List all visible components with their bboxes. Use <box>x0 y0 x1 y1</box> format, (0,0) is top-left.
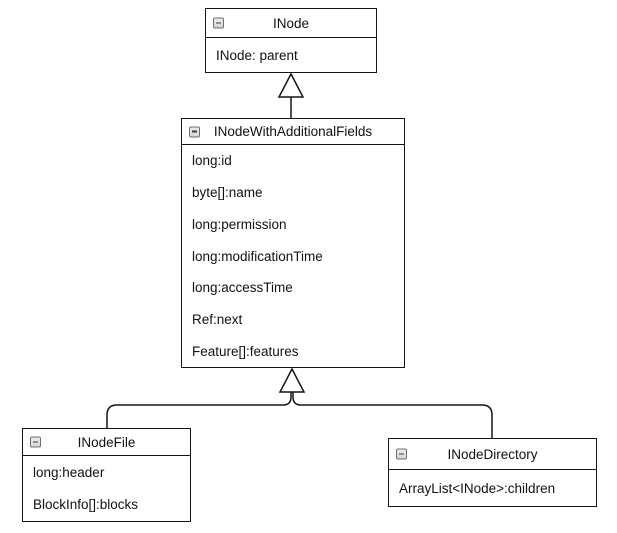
minus-glyph <box>33 441 38 443</box>
class-title-bar: INodeWithAdditionalFields <box>182 119 404 145</box>
class-box-inode[interactable]: INode INode: parent <box>205 8 377 73</box>
class-fields: long:id byte[]:name long:permission long… <box>182 145 404 367</box>
collapse-icon[interactable] <box>30 436 41 448</box>
class-title: INodeFile <box>77 434 136 450</box>
generalization-triangle-icon <box>277 72 305 98</box>
field: INode: parent <box>216 47 298 63</box>
field: byte[]:name <box>192 185 263 201</box>
collapse-icon[interactable] <box>189 126 200 137</box>
minus-glyph <box>216 22 221 24</box>
field: long:accessTime <box>192 280 293 296</box>
field: ArrayList<INode>:children <box>399 480 556 496</box>
class-box-inodefile[interactable]: INodeFile long:header BlockInfo[]:blocks <box>22 428 191 522</box>
class-title-bar: INode <box>206 9 376 38</box>
generalization-triangle-icon <box>278 367 306 393</box>
class-title: INode <box>272 15 310 31</box>
class-title: INodeWithAdditionalFields <box>213 124 373 139</box>
class-fields: INode: parent <box>206 38 376 72</box>
generalization-inodedirectory-to-inodewithadditionalfields <box>278 367 493 438</box>
minus-glyph <box>192 130 197 133</box>
class-title-bar: INodeDirectory <box>389 439 596 470</box>
minus-glyph <box>399 453 404 455</box>
field: Feature[]:features <box>192 343 299 359</box>
class-box-inodewithadditionalfields[interactable]: INodeWithAdditionalFields long:id byte[]… <box>181 118 405 368</box>
class-title-bar: INodeFile <box>23 429 190 456</box>
field: Ref:next <box>192 311 243 327</box>
connector-line <box>292 392 493 438</box>
field: BlockInfo[]:blocks <box>33 497 139 513</box>
field: long:header <box>33 464 105 480</box>
class-title: INodeDirectory <box>447 446 538 462</box>
field: long:id <box>192 153 232 169</box>
generalization-inodefile-to-inodewithadditionalfields <box>106 392 292 428</box>
collapse-icon[interactable] <box>213 17 224 29</box>
field: long:modificationTime <box>192 248 323 264</box>
collapse-icon[interactable] <box>396 448 407 460</box>
field: long:permission <box>192 216 287 232</box>
class-box-inodedirectory[interactable]: INodeDirectory ArrayList<INode>:children <box>388 438 597 507</box>
class-fields: ArrayList<INode>:children <box>389 470 596 506</box>
generalization-inodewithadditionalfields-to-inode <box>277 72 305 118</box>
class-fields: long:header BlockInfo[]:blocks <box>23 456 190 521</box>
connector-line <box>106 392 292 428</box>
